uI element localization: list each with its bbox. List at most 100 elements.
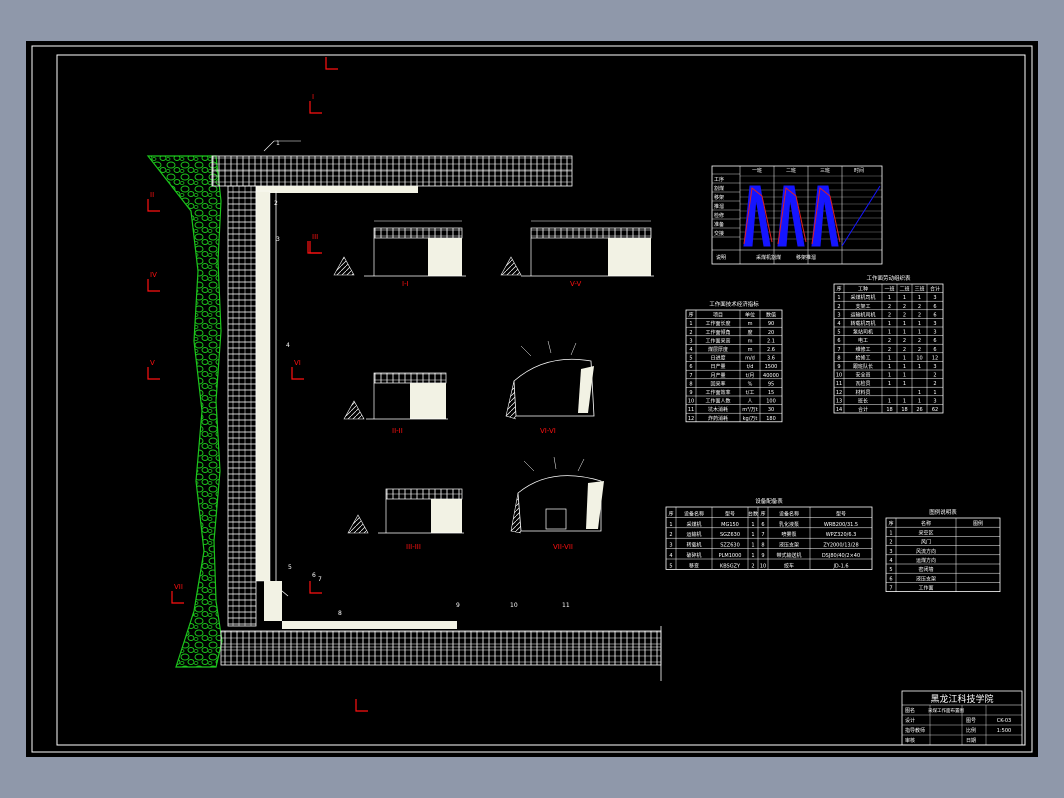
section-mark: [307, 241, 320, 254]
equip-table-cell: PLM1000: [719, 553, 742, 559]
tech-table-cell: 工作面人数: [705, 398, 730, 405]
tech-table-cell: 100: [766, 399, 776, 405]
title-row-label: 设计: [905, 717, 915, 724]
staff-table-cell: 10: [836, 373, 842, 379]
callout-number: 7: [318, 576, 322, 583]
staff-table-cell: 电工: [858, 337, 868, 344]
staff-table-cell: 运输机司机: [850, 311, 875, 318]
section-mark-label: II: [150, 191, 154, 199]
equip-table-cell: 1: [751, 522, 754, 528]
title-row-label: 指导教师: [905, 727, 925, 734]
staff-table-cell: 2: [903, 304, 906, 310]
graph-cycle-line: [777, 187, 807, 245]
equip-table-header: 台数: [748, 510, 758, 517]
staff-table-cell: 4: [837, 321, 840, 327]
title-right-label: 日期: [966, 738, 976, 744]
staff-table-cell: 18: [901, 407, 907, 413]
staff-table-cell: 合计: [858, 406, 868, 413]
graph-row-header: 推溜: [714, 203, 724, 210]
equip-table-cell: 采煤机: [686, 521, 701, 528]
equip-table-cell: 1: [751, 543, 754, 549]
section-mark: II: [147, 191, 160, 212]
staff-table-cell: 1: [837, 295, 840, 301]
tech-table-cell: 8: [689, 381, 692, 387]
tech-table-title: 工作面技术经济指标: [709, 300, 759, 308]
staff-table-cell: 1: [888, 321, 891, 327]
tech-table-cell: 工作面采高: [705, 337, 730, 344]
legend-table-cell: 6: [889, 576, 892, 582]
tech-table-cell: t/工: [746, 390, 755, 396]
staff-table-header: 一班: [884, 286, 894, 293]
tech-table-cell: 回采率: [710, 380, 725, 387]
staff-table-cell: 2: [888, 304, 891, 310]
tech-table-cell: 工作面倾角: [705, 329, 730, 336]
staff-table-cell: 2: [918, 347, 921, 353]
staff-table-header: 序: [836, 286, 841, 293]
legend-table-cell: 7: [889, 586, 892, 592]
section-view-6: [505, 340, 595, 420]
staff-table-cell: 10: [916, 355, 922, 361]
tech-table-cell: 6: [689, 364, 692, 370]
equip-table-cell: 带式输送机: [776, 552, 801, 559]
staff-table-cell: 1: [918, 398, 921, 404]
tech-table-header: 序: [688, 312, 693, 319]
graph-footer: 移架推溜: [796, 254, 816, 261]
section-mark: III: [309, 233, 322, 254]
staff-table-cell: 跟班队长: [853, 363, 873, 370]
staff-table-cell: 1: [903, 330, 906, 336]
equip-table-cell: 8: [761, 543, 764, 549]
section-view-7: [510, 456, 604, 534]
staff-table-cell: 13: [836, 398, 842, 404]
tech-table-cell: 1500: [765, 364, 778, 370]
section-mark: [309, 581, 322, 594]
graph-col-header: 二班: [786, 167, 796, 174]
section-view-label: II-II: [392, 427, 403, 435]
callout-number: 9: [456, 602, 460, 609]
section-mark-label: III: [312, 233, 318, 241]
staff-table-cell: 6: [933, 347, 936, 353]
equip-table-cell: 液压支架: [779, 542, 799, 549]
tech-table-cell: 11: [688, 407, 694, 413]
tech-table-cell: 10: [688, 399, 694, 405]
staff-table-cell: 26: [916, 407, 922, 413]
tech-table-cell: m: [748, 338, 753, 344]
working-face: [227, 185, 289, 627]
callout-number: 3: [276, 236, 280, 243]
outer-frame: [31, 45, 1033, 753]
tech-table-cell: 3.6: [767, 356, 775, 362]
staff-table-cell: 1: [888, 295, 891, 301]
section-mark: I: [309, 93, 322, 114]
equip-table-header: 序: [760, 510, 765, 517]
staff-table-cell: 6: [933, 304, 936, 310]
equip-table-cell: 3: [669, 543, 672, 549]
equip-table-cell: 4: [669, 553, 672, 559]
staff-table-cell: 2: [837, 304, 840, 310]
staff-table-cell: 采煤机司机: [850, 294, 875, 301]
staff-table-cell: 1: [918, 364, 921, 370]
equip-table-cell: 7: [761, 532, 764, 538]
section-view-label: III-III: [406, 543, 421, 551]
staff-table-cell: 2: [918, 312, 921, 318]
staff-table-cell: 2: [888, 347, 891, 353]
equip-table-cell: 9: [761, 553, 764, 559]
tech-table-cell: 9: [689, 390, 692, 396]
staff-table-cell: 2: [903, 312, 906, 318]
tech-table-cell: 工作面长度: [705, 320, 730, 327]
staff-table-cell: 班长: [858, 397, 868, 404]
equip-table-cell: 运输机: [686, 531, 701, 538]
equip-table-cell: 1: [751, 553, 754, 559]
tech-table-cell: 30: [768, 407, 774, 413]
section-mark: VI: [291, 359, 304, 380]
graph-time-line: [841, 185, 881, 247]
tech-table-cell: 7: [689, 373, 692, 379]
equip-table-cell: MG150: [721, 522, 739, 528]
staff-table-cell: 9: [837, 364, 840, 370]
staff-table-cell: 6: [837, 338, 840, 344]
tech-table-cell: t/月: [746, 373, 755, 379]
tech-table-cell: 1: [689, 321, 692, 327]
staff-table-cell: 1: [903, 355, 906, 361]
section-mark-label: VI: [294, 359, 301, 367]
legend-table-title: 图例说明表: [929, 508, 957, 516]
equip-table-cell: 乳化液泵: [779, 521, 799, 528]
